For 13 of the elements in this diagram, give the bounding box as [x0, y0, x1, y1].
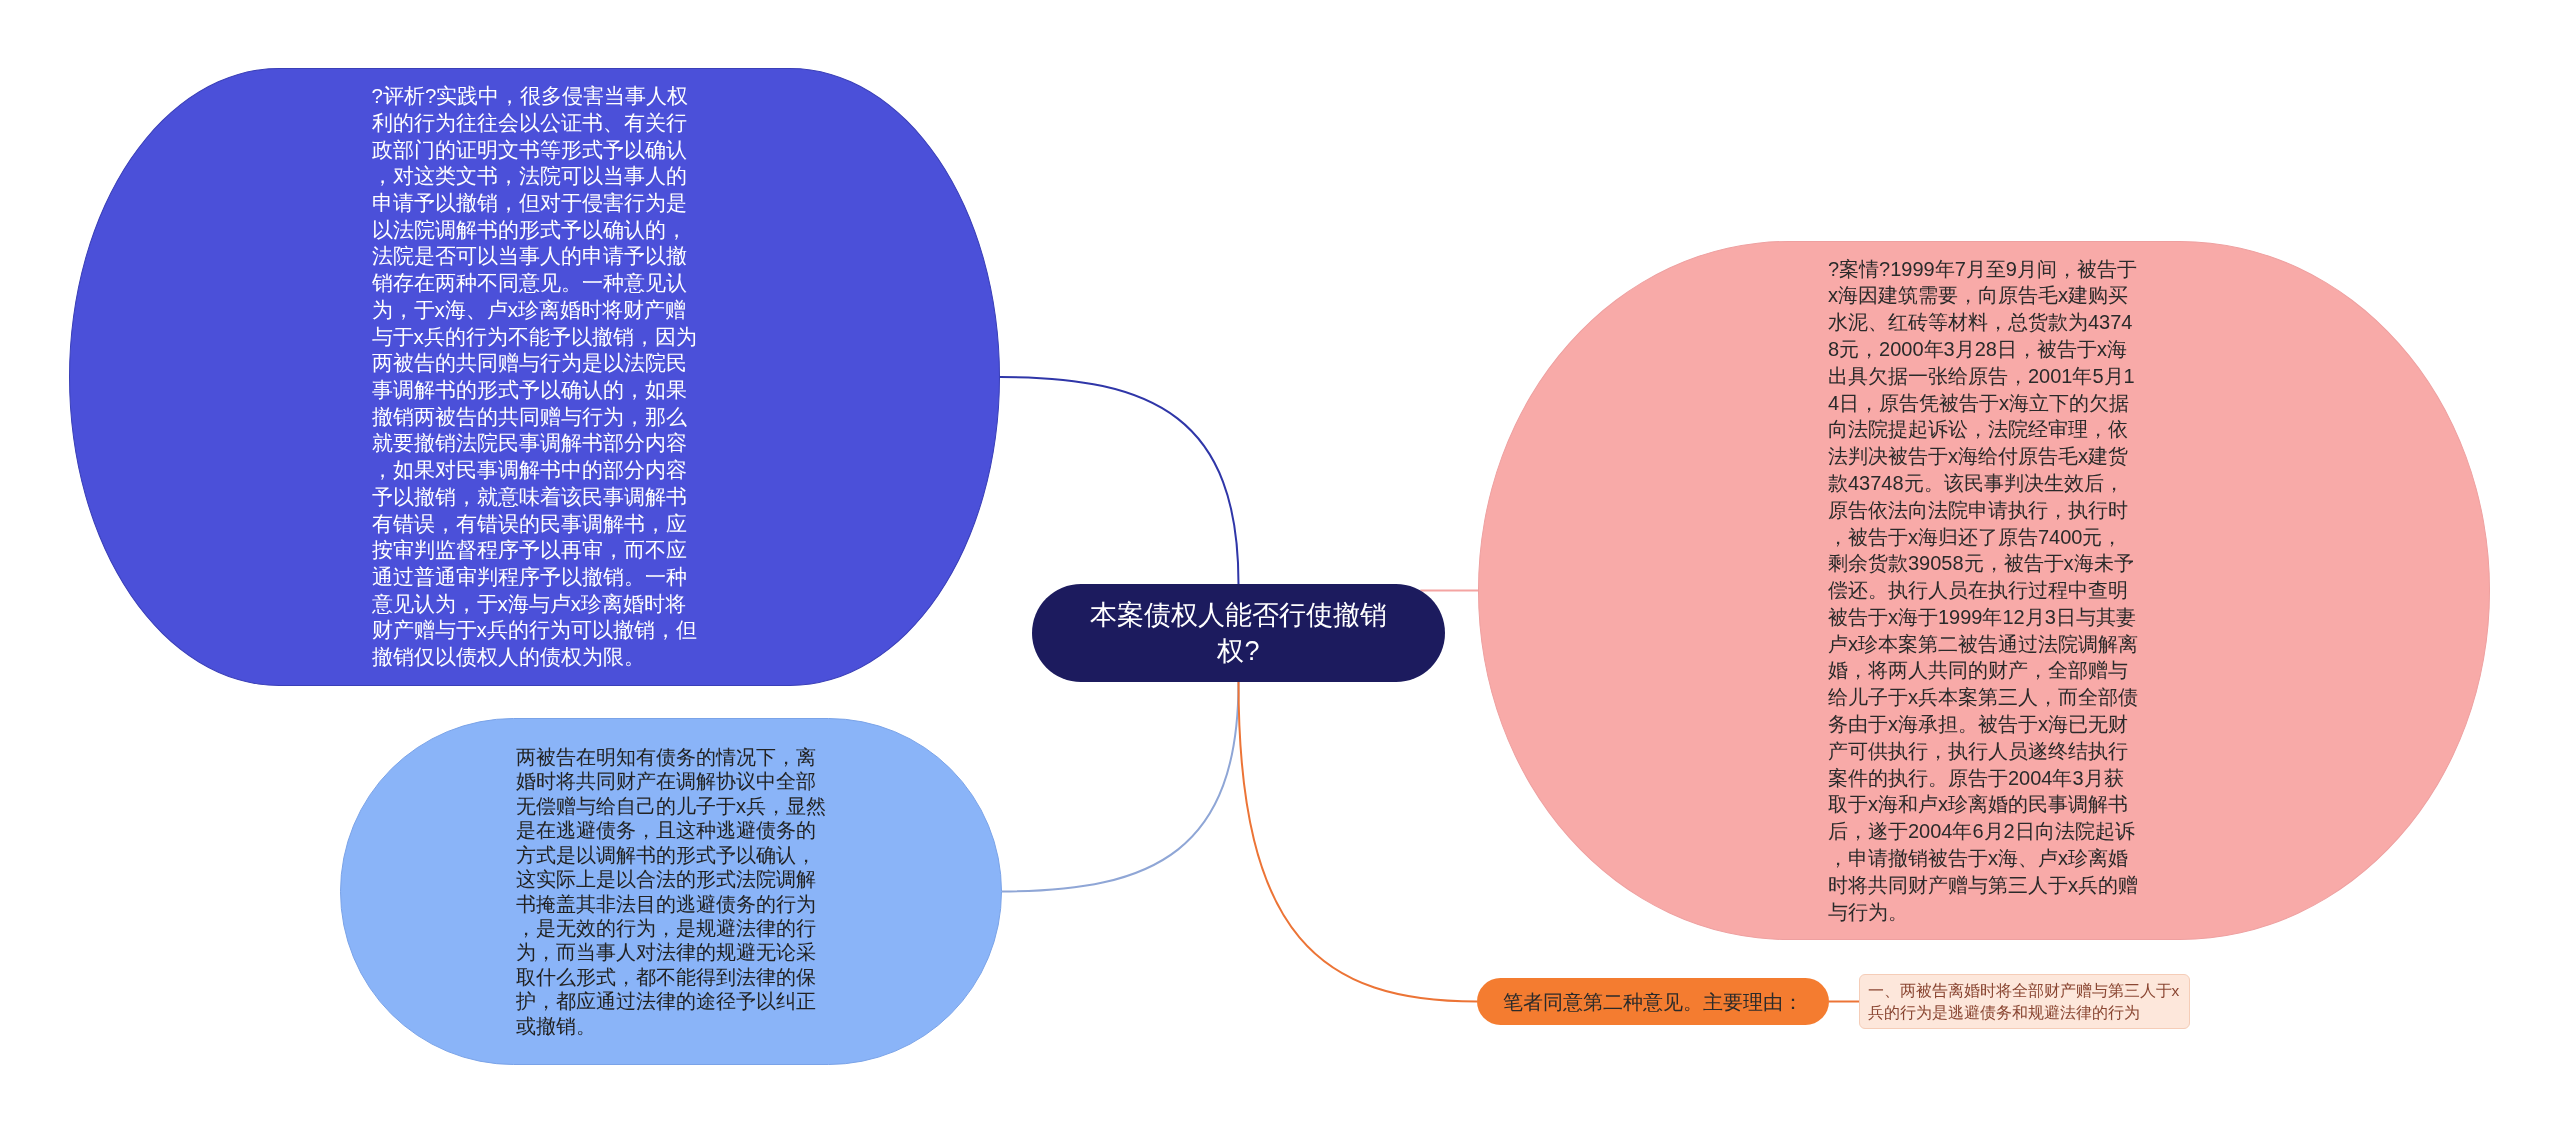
- reason-detail-box: [1859, 974, 2190, 1029]
- topic-text: 本案债权人能否行使撤销权?: [1089, 599, 1388, 668]
- paragraph-text: ?评析?实践中，很多侵害当事人权利的行为往往会以公证书、有关行政部门的证明文书等形式予以确认，对这类文书，法院可以当事人的申请予以撤销，但对于侵害行为是以法院调解书的形式予以确认的，法院是否可以当事人的申请予以撤销存在两种不同意见。一种意见认为，于x海、卢x珍离婚时将财产赠与于x兵的行为不能予以撤销，因为两被告的共同赠与行为是以法院民事调解书的形式予以确认的，如果撤销两被告的共同赠与行为，那么就要撤销法院民事调解书部分内容，如果对民事调解书中的部分内容予以撤销，就意味着该民事调解书有错误，有错误的民事调解书，应按审判监督程序予以再审，而不应通过普通审判程序予以撤销。一种意见认为，于x海与卢x珍离婚时将财产赠与于x兵的行为可以撤销，但撤销仅以债权人的债权为限。: [371, 83, 698, 671]
- reason-pill: [1477, 978, 1829, 1025]
- connector-line: [1419, 589, 1479, 592]
- detail-text: 一、两被告离婚时将全部财产赠与第三人于x兵的行为是逃避债务和规避法律的行为: [1867, 980, 2181, 1023]
- paragraph-text: ?案情?1999年7月至9月间，被告于x海因建筑需要，向原告毛x建购买水泥、红砖等材料，总货款为43748元，2000年3月28日，被告于x海出具欠据一张给原告，2001年5月14日，原告凭被告于x海立下的欠据向法院提起诉讼，法院经审理，依法判决被告于x海给付原告毛x建货款43748元。该民事判决生效后，原告依法向法院申请执行，执行时，被告于x海归还了原告7400元，剩余货款39058元，被告于x海未予偿还。执行人员在执行过程中查明被告于x海于1999年12月3日与其妻卢x珍本案第二被告通过法院调解离婚，将两人共同的财产，全部赠与给儿子于x兵本案第三人，而全部债务由于x海承担。被告于x海已无财产可供执行，执行人员遂终结执行案件的执行。原告于2004年3月获取于x海和卢x珍离婚的民事调解书后，遂于2004年6月2日向法院起诉，申请撤销被告于x海、卢x珍离婚时将共同财产赠与第三人于x兵的赠与行为。: [1828, 256, 2139, 925]
- reason-text: 笔者同意第二种意见。主要理由：: [1503, 989, 1803, 1015]
- connector-line: [1237, 681, 1478, 1003]
- connector-line: [1001, 681, 1240, 893]
- connector-line: [1828, 1000, 1860, 1003]
- paragraph-text: 两被告在明知有债务的情况下，离婚时将共同财产在调解协议中全部无偿赠与给自己的儿子于x兵，显然是在逃避债务，且这种逃避债务的方式是以调解书的形式予以确认，这实际上是以合法的形式法院调解书掩盖其非法目的逃避债务的行为，是无效的行为，是规避法律的行为，而当事人对法律的规避无论采取什么形式，都不能得到法律的保护，都应通过法律的途径予以纠正或撤销。: [516, 745, 826, 1038]
- connector-line: [999, 376, 1240, 585]
